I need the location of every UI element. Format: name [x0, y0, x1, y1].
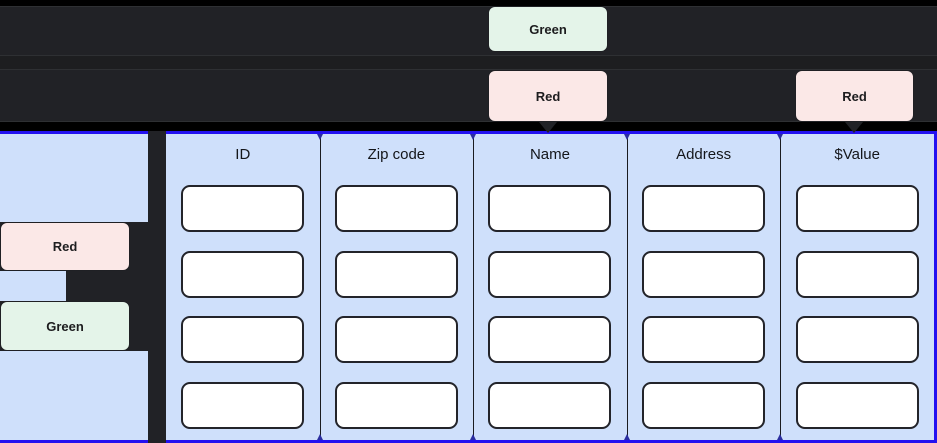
- column-cells: [166, 176, 320, 440]
- table-cell[interactable]: [795, 185, 919, 233]
- status-chip-red-right[interactable]: Red: [795, 70, 914, 122]
- table-cell[interactable]: [642, 381, 766, 429]
- table-cell[interactable]: [181, 185, 305, 233]
- table-column-address: Address: [623, 134, 781, 440]
- column-divider: [316, 134, 323, 440]
- table-column-value: $Value: [777, 134, 934, 440]
- column-header[interactable]: Address: [676, 146, 732, 163]
- chip-pointer-down-icon-center: [539, 122, 557, 133]
- column-cells: [627, 176, 781, 440]
- column-header[interactable]: Zip code: [367, 146, 426, 163]
- bar-separator-top: [0, 6, 937, 7]
- left-dark-row-gap: [66, 271, 148, 301]
- table-column-zip-code: Zip code: [316, 134, 474, 440]
- bar-separator-bottom: [0, 121, 937, 122]
- column-cells: [780, 176, 934, 440]
- status-chip-label: Green: [529, 21, 567, 37]
- bar-separator-mid-1: [0, 55, 937, 56]
- data-table: ID Zip code Name Address $Value: [166, 131, 937, 443]
- table-cell[interactable]: [795, 381, 919, 429]
- table-cell[interactable]: [181, 316, 305, 364]
- dark-bar-row-1: [0, 6, 937, 56]
- status-chip-red-center[interactable]: Red: [488, 70, 608, 122]
- bar-separator-mid-2: [0, 69, 937, 70]
- table-cell[interactable]: [488, 250, 612, 298]
- column-header[interactable]: ID: [235, 146, 251, 163]
- status-chip-label: Red: [535, 88, 561, 104]
- column-divider: [623, 134, 630, 440]
- status-chip-red-left[interactable]: Red: [0, 222, 130, 271]
- chip-pointer-down-icon-right: [845, 122, 863, 133]
- table-cell[interactable]: [642, 250, 766, 298]
- dark-bar-gap: [0, 56, 937, 70]
- table-cell[interactable]: [334, 316, 458, 364]
- table-cell[interactable]: [642, 185, 766, 233]
- table-cell[interactable]: [334, 381, 458, 429]
- column-divider: [777, 134, 784, 440]
- vertical-divider-bar: [148, 131, 166, 443]
- table-cell[interactable]: [334, 250, 458, 298]
- table-column-name: Name: [470, 134, 627, 440]
- column-header[interactable]: Name: [529, 146, 570, 163]
- table-cell[interactable]: [642, 316, 766, 364]
- table-column-id: ID: [166, 134, 320, 440]
- dark-bar-row-2: [0, 70, 937, 122]
- column-divider: [470, 134, 477, 440]
- status-chip-label: Red: [52, 239, 78, 254]
- table-cell[interactable]: [181, 381, 305, 429]
- table-cell[interactable]: [488, 185, 612, 233]
- column-cells: [320, 176, 474, 440]
- table-cell[interactable]: [795, 316, 919, 364]
- status-chip-label: Green: [46, 318, 84, 334]
- status-chip-green-left[interactable]: Green: [0, 301, 130, 351]
- table-cell[interactable]: [334, 185, 458, 233]
- column-header[interactable]: $Value: [834, 146, 880, 163]
- status-chip-green-top[interactable]: Green: [488, 6, 608, 52]
- table-cell[interactable]: [488, 381, 612, 429]
- table-cell[interactable]: [488, 316, 612, 364]
- status-chip-label: Red: [842, 88, 867, 104]
- table-cell[interactable]: [181, 250, 305, 298]
- column-cells: [473, 176, 627, 440]
- table-cell[interactable]: [795, 250, 919, 298]
